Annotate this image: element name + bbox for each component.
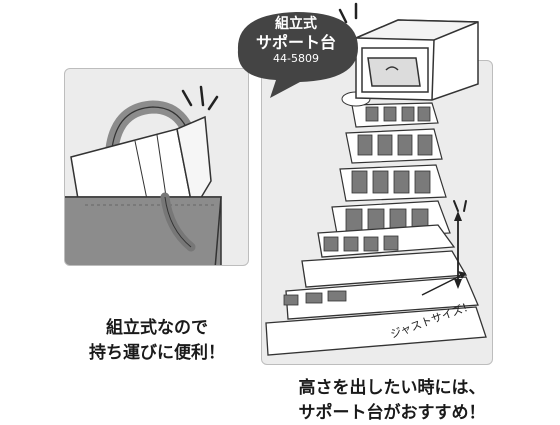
right-caption: 高さを出したい時には、 サポート台がおすすめ！	[252, 376, 532, 425]
left-caption: 組立式なので 持ち運びに便利！	[64, 316, 250, 365]
left-caption-line1: 組立式なので	[106, 318, 208, 338]
support-stand-panel	[261, 60, 493, 365]
bag-illustration-panel	[64, 68, 249, 266]
badge-title-line1: 組立式	[275, 16, 317, 32]
left-caption-line2: 持ち運びに便利！	[89, 342, 225, 363]
right-caption-line2: サポート台がおすすめ！	[298, 402, 486, 423]
badge-title-line2: サポート台	[255, 33, 336, 52]
tiered-display-stand-illustration	[265, 91, 487, 356]
tote-bag-illustration	[65, 85, 222, 265]
product-badge: 組立式 サポート台 44-5809	[232, 16, 360, 66]
right-caption-line1: 高さを出したい時には、	[298, 378, 486, 398]
badge-product-code: 44-5809	[273, 52, 319, 65]
